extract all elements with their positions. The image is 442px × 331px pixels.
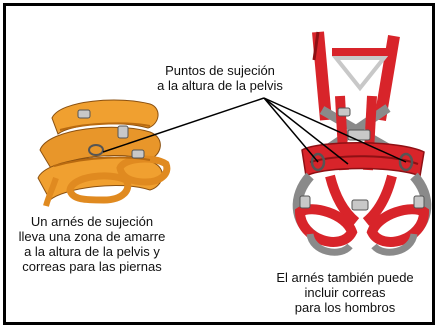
callout-top-line1: Puntos de sujeción [165, 63, 275, 78]
caption-right-line1: El arnés también puede [276, 270, 414, 285]
caption-right-line3: para los hombros [294, 300, 396, 315]
orange-sit-harness [37, 99, 171, 207]
callout-lines [102, 97, 407, 165]
caption-left: Un arnés de sujeción lleva una zona de a… [8, 214, 176, 274]
callout-line-red-right [263, 97, 407, 163]
callout-line-red-center [263, 97, 349, 165]
caption-right: El arnés también puede incluir correas p… [258, 270, 432, 315]
red-full-body-harness [292, 31, 432, 256]
callout-top-label: Puntos de sujeción a la altura de la pel… [140, 63, 300, 93]
callout-top-line2: a la altura de la pelvis [157, 78, 283, 93]
caption-left-line1: Un arnés de sujeción [30, 214, 154, 229]
callout-line-red-left [263, 97, 319, 163]
caption-left-line4: correas para las piernas [22, 259, 162, 274]
callout-line-orange [102, 97, 265, 153]
caption-right-line2: incluir correas [304, 285, 386, 300]
caption-left-line3: a la altura de la pelvis y [24, 244, 160, 259]
caption-left-line2: lleva una zona de amarre [18, 229, 166, 244]
